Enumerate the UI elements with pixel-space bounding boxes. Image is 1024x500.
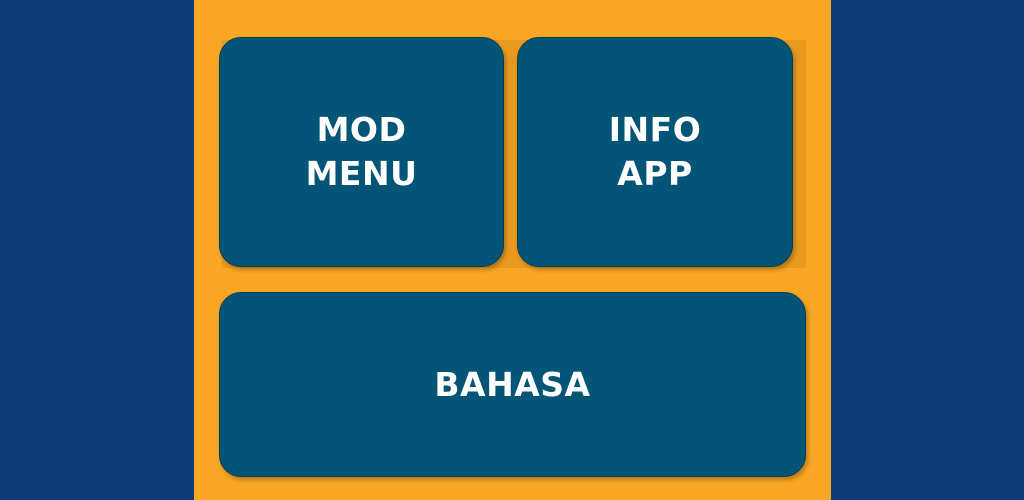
mod-menu-label-line2: MENU <box>305 154 418 193</box>
bahasa-label: BAHASA <box>434 364 591 404</box>
mod-menu-button[interactable]: MOD MENU <box>219 37 504 267</box>
mod-menu-label-line1: MOD <box>316 110 407 149</box>
bahasa-button[interactable]: BAHASA <box>219 292 806 477</box>
info-app-label-line2: APP <box>617 154 693 193</box>
info-app-button[interactable]: INFO APP <box>517 37 793 267</box>
info-app-label-line1: INFO <box>608 110 702 149</box>
